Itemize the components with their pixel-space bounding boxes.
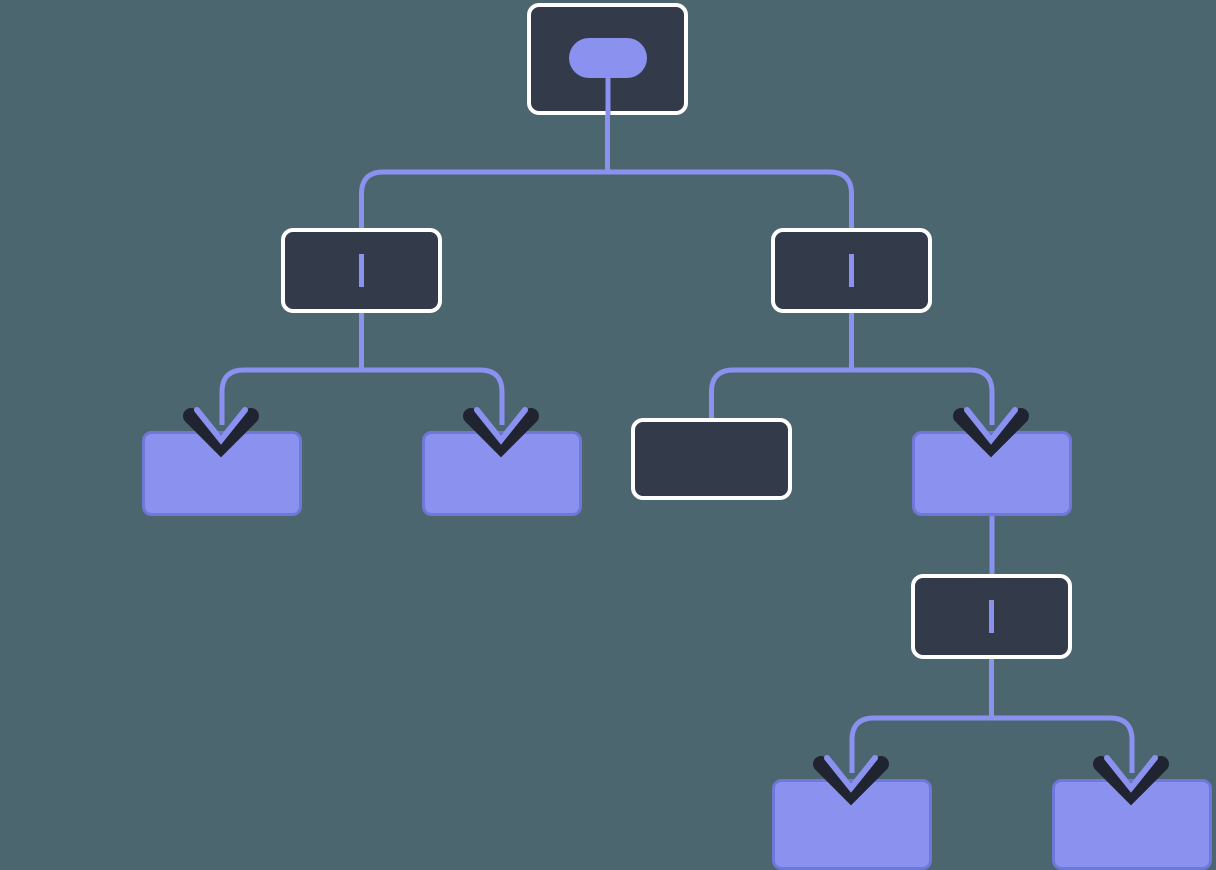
arrowhead-highlight	[824, 755, 878, 793]
edge-layer	[219, 58, 1135, 773]
arrowhead-shadow	[953, 408, 1029, 458]
node-dark-terminal[interactable]	[631, 418, 792, 500]
arrow-leaf-4	[813, 755, 889, 806]
node-leaf-5[interactable]	[1052, 779, 1212, 870]
node-body[interactable]	[1052, 779, 1212, 870]
edge-dark-terminal	[709, 367, 854, 418]
node-body[interactable]	[631, 418, 792, 500]
arrowhead-shadow	[463, 408, 539, 458]
arrowhead-highlight	[474, 407, 528, 445]
edge-split-left	[359, 169, 610, 228]
arrowhead-highlight	[194, 407, 248, 445]
arrowhead-highlight	[964, 407, 1018, 445]
arrowhead-highlight	[1104, 755, 1158, 793]
edge-split-right	[605, 169, 854, 228]
root-pill-group[interactable]	[569, 38, 647, 115]
arrowhead-shadow	[813, 756, 889, 806]
arrow-layer	[183, 407, 1169, 806]
arrow-leaf-1	[183, 407, 259, 458]
edge-leaf-5	[989, 715, 1135, 773]
edge-leaf-3	[849, 367, 995, 425]
edge-leaf-2	[359, 367, 505, 425]
node-body[interactable]	[772, 779, 932, 870]
arrow-leaf-5	[1093, 755, 1169, 806]
arrowhead-shadow	[183, 408, 259, 458]
node-layer[interactable]	[142, 3, 1212, 870]
node-body[interactable]	[912, 431, 1072, 516]
node-leaf-2[interactable]	[422, 431, 582, 516]
node-leaf-1[interactable]	[142, 431, 302, 516]
arrowhead-shadow	[1093, 756, 1169, 806]
arrow-leaf-3	[953, 407, 1029, 458]
node-body[interactable]	[422, 431, 582, 516]
arrow-leaf-2	[463, 407, 539, 458]
node-leaf-4[interactable]	[772, 779, 932, 870]
node-leaf-3[interactable]	[912, 431, 1072, 516]
node-body[interactable]	[142, 431, 302, 516]
